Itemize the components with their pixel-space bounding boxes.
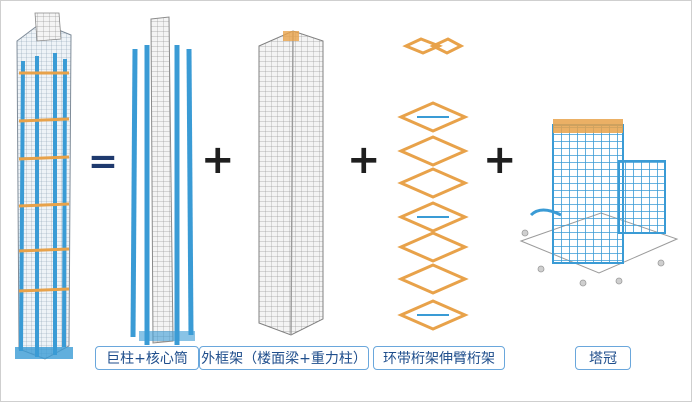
equals-sign: = — [87, 141, 119, 182]
plus-sign-3: + — [483, 137, 517, 183]
crown-model — [519, 119, 679, 287]
full-tower-model — [15, 12, 73, 360]
label-crown: 塔冠 — [575, 346, 631, 370]
outer-frame-model — [258, 30, 324, 336]
plus-sign-2: + — [347, 137, 381, 183]
plus-sign-1: + — [201, 137, 235, 183]
label-mega-columns-core: 巨柱+核心筒 — [95, 346, 199, 370]
mega-columns-core-model — [130, 16, 195, 345]
label-belt-outrigger: 环带桁架伸臂桁架 — [373, 346, 505, 370]
label-outer-frame: 外框架（楼面梁+重力柱） — [199, 346, 369, 370]
belt-outrigger-trusses-model — [397, 37, 469, 331]
